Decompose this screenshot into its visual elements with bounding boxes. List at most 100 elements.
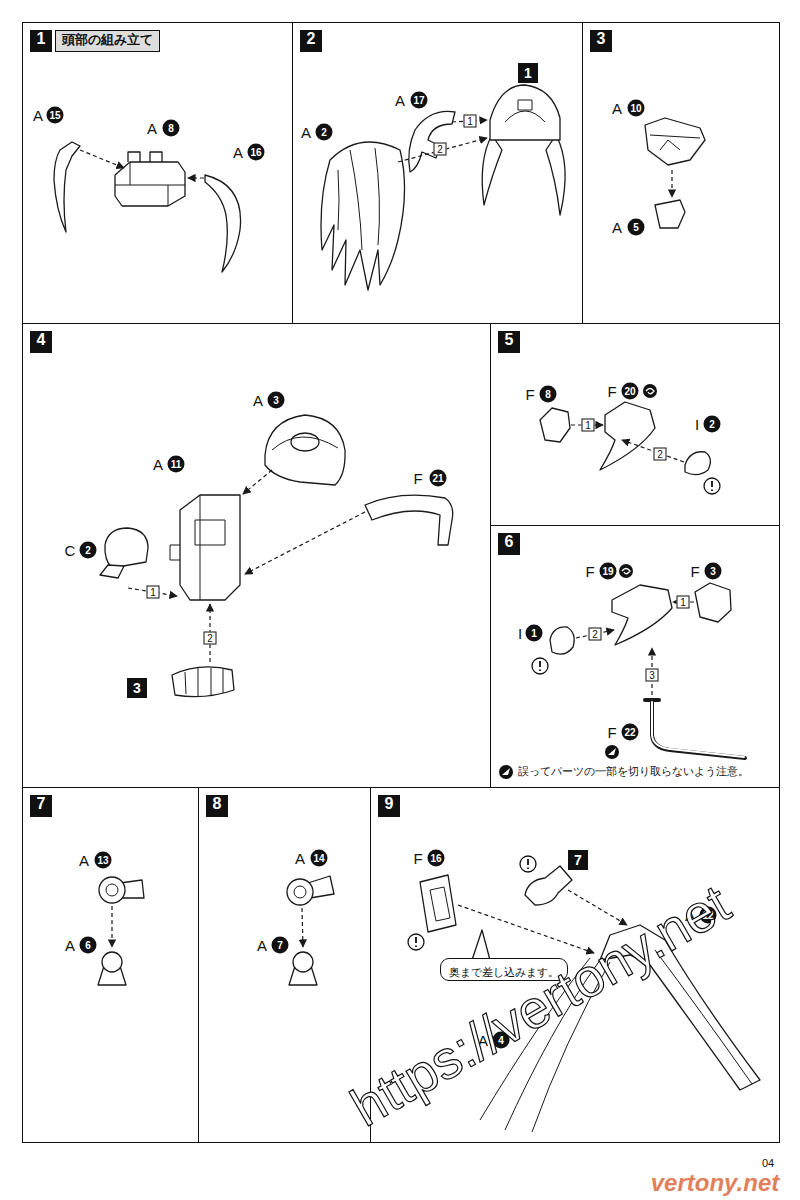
part-number: 1 xyxy=(526,625,543,642)
part-a14-socket xyxy=(294,886,306,898)
step-title: 頭部の組み立て xyxy=(55,30,160,52)
part-number: 16 xyxy=(428,850,445,867)
order-number: 2 xyxy=(204,632,217,645)
part-a15 xyxy=(54,142,80,232)
assembled-head-blade xyxy=(546,135,565,215)
part-a3-detail xyxy=(291,433,319,451)
part-letter: A xyxy=(257,937,267,954)
part-f22-inner xyxy=(652,702,744,757)
part-letter: F xyxy=(413,470,422,487)
caution-mark xyxy=(711,481,713,491)
assembly-arrow xyxy=(458,905,594,953)
part-letter: I xyxy=(695,416,699,433)
step-panel: 3 xyxy=(582,22,780,324)
part-a7 xyxy=(293,952,313,972)
step-panel: 9奥まで差し込みます。 xyxy=(370,787,780,1143)
part-number: 8 xyxy=(163,120,180,137)
caution-mark xyxy=(415,937,417,947)
part-number: 6 xyxy=(80,937,97,954)
callout-text: 奥まで差し込みます。 xyxy=(449,965,559,980)
part-a13 xyxy=(99,877,125,903)
part-letter: A xyxy=(33,107,43,124)
part-a12-detail xyxy=(655,950,752,1084)
order-number: 2 xyxy=(654,448,667,461)
part-letter: A xyxy=(612,100,622,117)
part-c2-tab xyxy=(100,565,124,578)
step-number: 3 xyxy=(590,30,612,52)
knife-icon xyxy=(499,765,513,779)
part-a3-detail xyxy=(272,437,338,450)
subassembly-7 xyxy=(525,866,572,905)
part-a10 xyxy=(645,118,705,165)
assembled-head-detail xyxy=(505,100,545,122)
part-letter: F xyxy=(607,724,616,741)
part-a14 xyxy=(287,879,313,905)
assembly-arrow xyxy=(651,648,652,695)
part-i2 xyxy=(685,452,710,475)
cut-icon-mark xyxy=(622,569,630,574)
part-letter: F xyxy=(525,386,534,403)
part-number: 21 xyxy=(430,470,447,487)
assembly-arrow xyxy=(576,630,614,638)
order-number: 3 xyxy=(646,669,659,682)
part-letter: C xyxy=(65,542,76,559)
part-i1 xyxy=(550,627,574,654)
part-number: 22 xyxy=(622,724,639,741)
part-a12 xyxy=(600,925,760,1090)
part-a16 xyxy=(205,175,241,272)
assembly-arrow xyxy=(188,177,204,178)
part-letter: A xyxy=(395,92,405,109)
part-number: 14 xyxy=(311,850,328,867)
part-number: 19 xyxy=(600,563,617,580)
part-number: 15 xyxy=(47,107,64,124)
part-f3 xyxy=(695,583,731,622)
part-letter: F xyxy=(690,563,699,580)
order-number: 1 xyxy=(464,115,477,128)
order-number: 1 xyxy=(582,419,595,432)
part-a8 xyxy=(115,162,185,206)
cut-icon-mark xyxy=(646,389,654,394)
part-a2 xyxy=(321,142,405,290)
step-panel: 2 xyxy=(292,22,583,324)
part-number: 3 xyxy=(705,563,722,580)
part-number: 11 xyxy=(168,456,185,473)
order-number: 2 xyxy=(589,628,602,641)
order-number: 1 xyxy=(147,586,160,599)
knife-icon xyxy=(605,745,619,759)
hair-strands xyxy=(338,148,379,250)
part-c2 xyxy=(105,528,148,568)
callout-balloon: 奥まで差し込みます。 xyxy=(440,958,568,981)
part-a11-detail xyxy=(170,495,225,600)
part-letter: F xyxy=(585,563,594,580)
caution-mark xyxy=(539,661,541,671)
knife-icon-mark xyxy=(502,768,510,775)
assembly-arrow xyxy=(128,588,177,596)
part-letter: A xyxy=(253,392,263,409)
part-a5 xyxy=(655,200,685,228)
assembled-head xyxy=(490,85,560,140)
part-letter: A xyxy=(685,907,695,924)
caution-icon xyxy=(704,478,720,494)
step-number: 6 xyxy=(498,533,520,555)
part-f20 xyxy=(600,402,655,470)
part-a8-detail xyxy=(115,162,185,206)
part-letter: A xyxy=(233,144,243,161)
assembly-arrow xyxy=(209,604,210,662)
assembly-arrow xyxy=(111,906,112,947)
part-number: 5 xyxy=(628,219,645,236)
part-letter: A xyxy=(65,937,75,954)
part-letter: A xyxy=(478,1032,488,1049)
part-f8 xyxy=(540,408,570,442)
step-number: 5 xyxy=(498,331,520,353)
part-letter: A xyxy=(301,124,311,141)
caution-note: 誤ってパーツの一部を切り取らないよう注意。 xyxy=(518,765,749,779)
part-a10-detail xyxy=(650,135,700,150)
part-number: 20 xyxy=(622,383,639,400)
part-number: 2 xyxy=(316,124,333,141)
part-letter: A xyxy=(79,852,89,869)
step-number: 2 xyxy=(300,30,322,52)
assembly-arrow xyxy=(245,512,365,574)
step-panel: 8 xyxy=(198,787,371,1143)
